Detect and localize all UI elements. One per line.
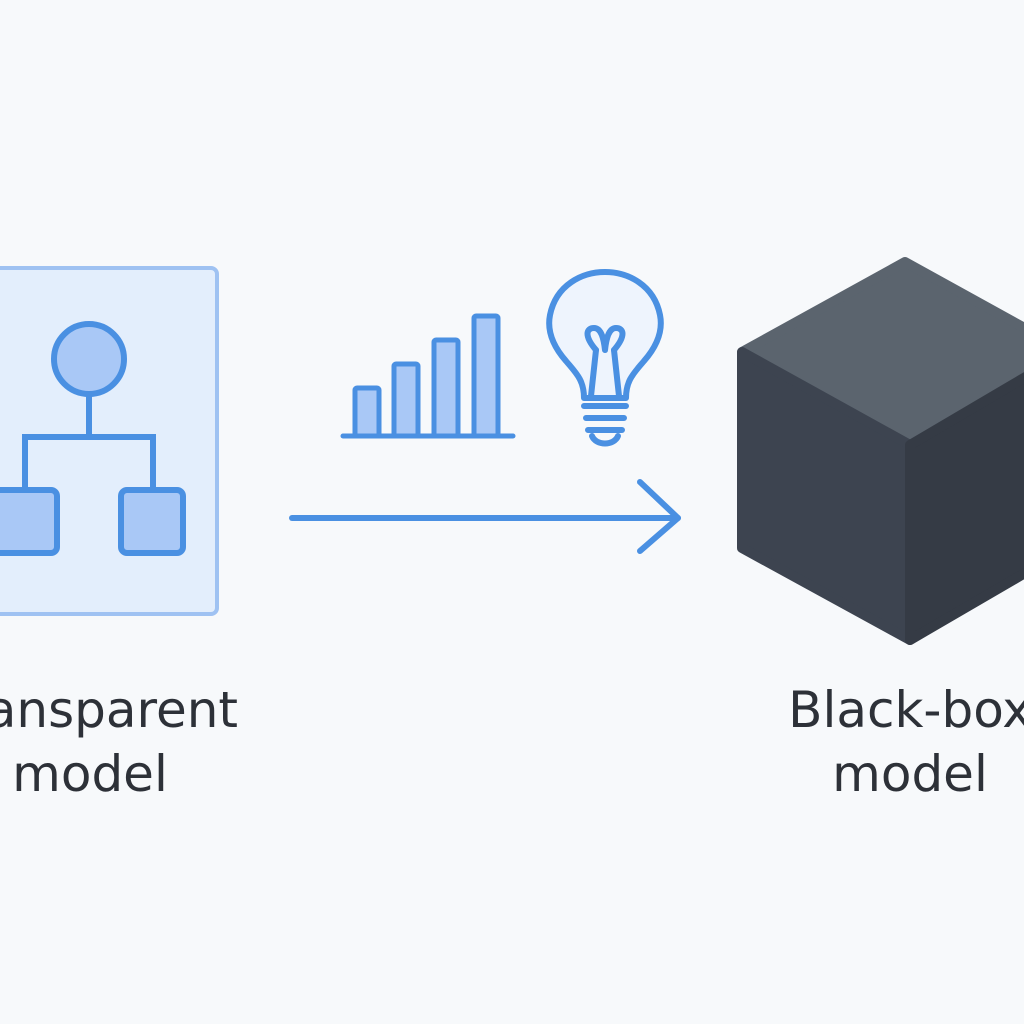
transparent-model-label-line1: Transparent xyxy=(0,681,239,739)
tree-leaf-node-left xyxy=(0,487,60,556)
bulb-stems xyxy=(588,347,622,399)
bulb-base-tip xyxy=(589,433,621,447)
cube-right-face xyxy=(905,372,1024,645)
bar-chart-icon xyxy=(340,313,516,439)
arrow-head xyxy=(637,479,681,554)
lightbulb-icon xyxy=(546,269,664,447)
decision-tree-icon xyxy=(0,266,219,616)
chart-bar-1 xyxy=(352,385,382,439)
chart-bar-3 xyxy=(431,337,461,439)
black-box-model-label: Black-box model xyxy=(700,678,1024,806)
bulb-filament xyxy=(584,325,626,353)
tree-leaf-node-right xyxy=(118,487,186,556)
chart-bar-4 xyxy=(471,313,501,439)
arrow-right-icon xyxy=(289,479,681,554)
transparent-model-label: Transparent model xyxy=(0,678,300,806)
tree-root-node xyxy=(51,321,127,397)
black-box-model-label-line1: Black-box xyxy=(788,681,1024,739)
cube-icon xyxy=(737,257,1024,645)
black-box-model-label-line2: model xyxy=(832,745,988,803)
transparent-model-panel xyxy=(0,266,219,616)
bulb-base-rings xyxy=(581,403,629,433)
transparent-model-label-line2: model xyxy=(12,745,168,803)
chart-bar-2 xyxy=(391,361,421,439)
